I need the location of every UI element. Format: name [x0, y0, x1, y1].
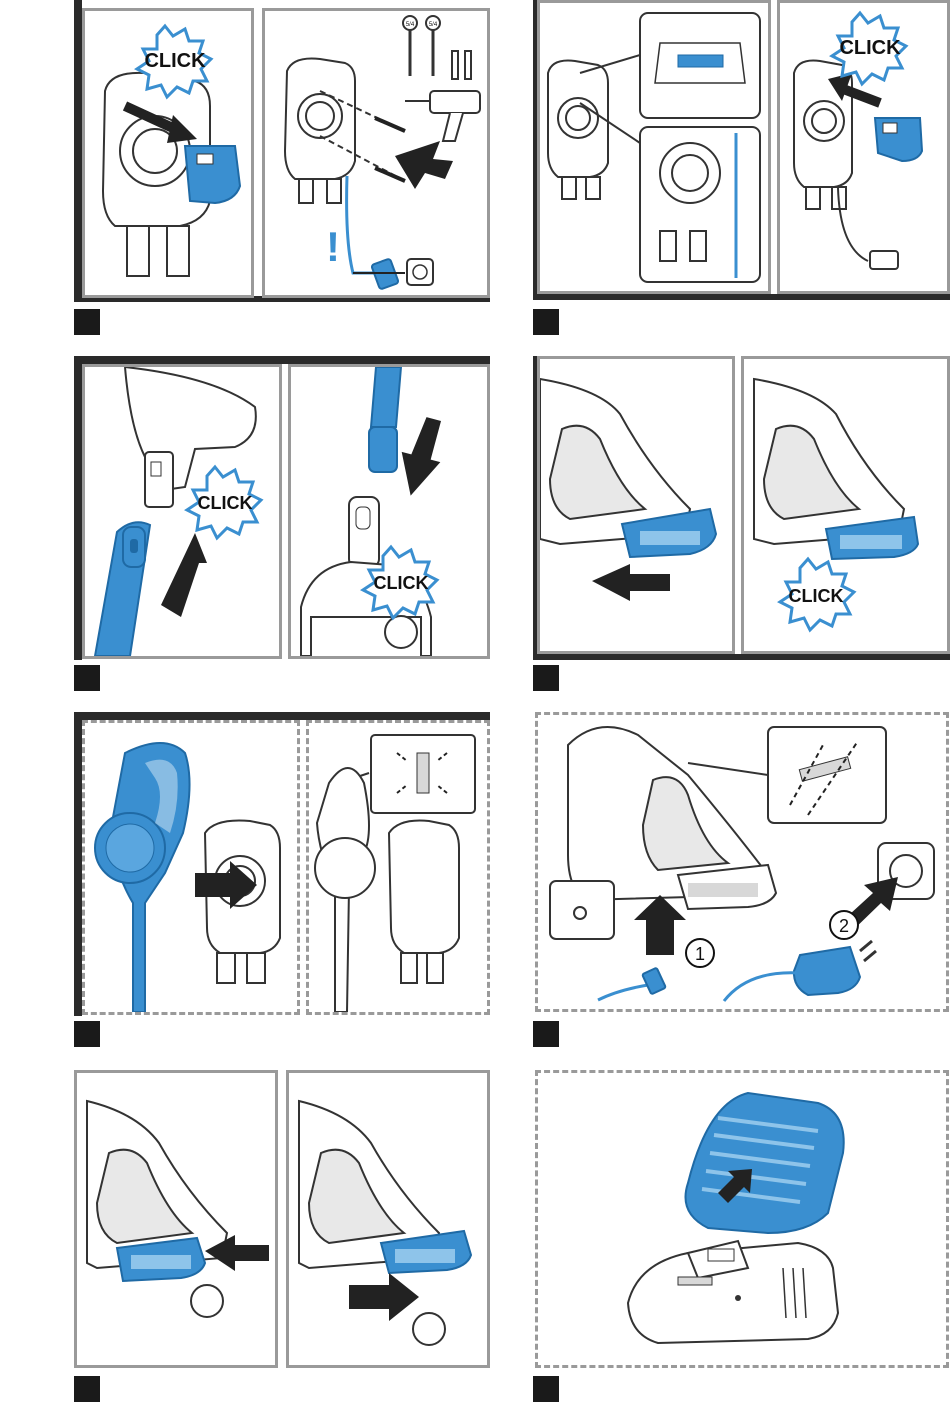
- external-charger-illustration: [538, 1073, 946, 1365]
- illustration-panel-charging-light: [306, 720, 490, 1015]
- screw-label: 5/4: [429, 22, 438, 28]
- battery-release-illustration: [77, 1073, 275, 1365]
- illustration-panel-external-charger: [535, 1070, 949, 1368]
- illustration-panel-charger-click: CLICK: [777, 0, 950, 294]
- battery-insert-illustration: [540, 359, 732, 651]
- click-callout: CLICK: [374, 573, 429, 593]
- step-number-box: [533, 1376, 559, 1402]
- step-number-box: [533, 1021, 559, 1047]
- step-number-box: [533, 309, 559, 335]
- step-2: CLICK: [533, 0, 950, 335]
- warning-mark: !: [326, 223, 340, 270]
- illustration-panel-battery-release: [74, 1070, 278, 1368]
- step-frame-bar: [74, 712, 82, 1016]
- charging-connect-illustration: 1 2: [538, 715, 946, 1009]
- step-7: [74, 1070, 490, 1402]
- tube-attach-illustration: CLICK: [85, 367, 279, 656]
- charging-light-illustration: [309, 723, 487, 1012]
- illustration-panel-charging-connect: 1 2: [535, 712, 949, 1012]
- illustration-panel-battery-insert: [537, 356, 735, 654]
- step-marker-2: 2: [839, 916, 849, 936]
- illustration-panel-dock-insert: [82, 720, 300, 1015]
- step-number-box: [74, 1021, 100, 1047]
- step-3: CLICK CLICK: [74, 356, 490, 694]
- step-frame-bar-top: [74, 356, 490, 364]
- step-number-box: [74, 309, 100, 335]
- step-1: CLICK 5/4 5/4: [74, 0, 490, 335]
- step-number-box: [533, 665, 559, 691]
- screw-label: 5/4: [406, 22, 415, 28]
- click-callout: CLICK: [198, 493, 253, 513]
- wall-mount-click-illustration: CLICK: [85, 11, 251, 295]
- illustration-panel-drill-mount: 5/4 5/4 !: [262, 8, 490, 298]
- step-4: CLICK: [533, 356, 950, 694]
- click-callout: CLICK: [839, 37, 901, 59]
- illustration-panel-wall-mount: CLICK: [82, 8, 254, 298]
- illustration-panel-battery-remove: [286, 1070, 490, 1368]
- step-frame-bar: [74, 0, 82, 302]
- step-frame-bar-bottom: [533, 294, 950, 300]
- illustration-panel-battery-click: CLICK: [741, 356, 950, 654]
- step-frame-bar: [74, 356, 82, 660]
- illustration-panel-nozzle-attach: CLICK: [288, 364, 490, 659]
- step-number-box: [74, 1376, 100, 1402]
- step-6: 1 2: [533, 712, 950, 1050]
- step-frame-bar-bottom: [533, 654, 950, 660]
- drill-screws-illustration: 5/4 5/4 !: [265, 11, 487, 295]
- illustration-panel-tube-attach: CLICK: [82, 364, 282, 659]
- click-callout: CLICK: [144, 50, 206, 72]
- charger-click-illustration: CLICK: [780, 3, 947, 291]
- step-frame-bar-top: [74, 712, 490, 720]
- step-marker-1: 1: [695, 944, 705, 964]
- nozzle-attach-illustration: CLICK: [291, 367, 487, 656]
- step-5: [74, 712, 490, 1050]
- mount-detail-illustration: [540, 3, 768, 291]
- click-callout: CLICK: [789, 586, 844, 606]
- illustration-panel-mount-detail: [537, 0, 771, 294]
- dock-insert-illustration: [85, 723, 297, 1012]
- battery-click-illustration: CLICK: [744, 359, 947, 651]
- step-8: [533, 1070, 950, 1402]
- step-number-box: [74, 665, 100, 691]
- battery-remove-illustration: [289, 1073, 487, 1365]
